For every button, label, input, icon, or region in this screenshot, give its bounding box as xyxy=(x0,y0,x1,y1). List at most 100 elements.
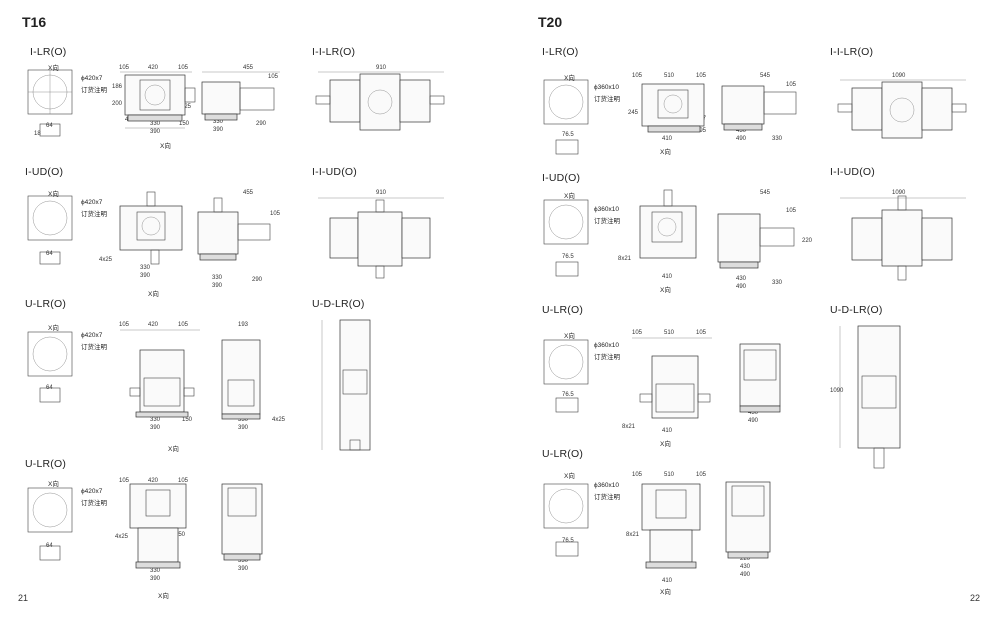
dim: 410 xyxy=(662,578,673,584)
flange-spec: ϕ360x10 xyxy=(594,482,619,489)
dim: 430 xyxy=(740,564,751,570)
dim: 330 xyxy=(212,275,223,281)
dim: 390 xyxy=(150,129,161,135)
dim: 455 xyxy=(243,65,254,71)
page-number: 21 xyxy=(18,593,29,603)
dim: 330 xyxy=(238,558,249,564)
view-label: I-LR(O) xyxy=(542,46,579,58)
flange-note: 订货注明 xyxy=(594,494,620,501)
dim: 76.5 xyxy=(562,392,574,398)
dim: 545 xyxy=(760,73,771,79)
dim: 290 xyxy=(256,121,267,127)
dim: 245 xyxy=(628,110,639,116)
page-number: 22 xyxy=(969,593,980,603)
flange-note: 订货注明 xyxy=(594,354,620,361)
dim: 390 xyxy=(212,283,223,289)
view-label: I-I-UD(O) xyxy=(830,166,875,178)
x-direction-label: X向 xyxy=(148,291,159,298)
dim: 390 xyxy=(150,576,161,582)
dim: 105 xyxy=(178,478,189,484)
dim: 64 xyxy=(46,251,53,257)
dim: 105 xyxy=(270,211,281,217)
view-label: U-LR(O) xyxy=(542,448,584,460)
page-left: T16 I-LR(O) I-I-LR(O) I-UD(O) I-I-UD(O) … xyxy=(18,14,445,603)
x-direction-label: X向 xyxy=(158,593,169,600)
dim: 390 xyxy=(150,425,161,431)
flange-spec: ϕ420x7 xyxy=(81,488,103,495)
dim: 420 xyxy=(148,65,159,71)
flange-note: 订货注明 xyxy=(81,344,107,351)
view-label: I-UD(O) xyxy=(542,172,581,184)
dim: 390 xyxy=(140,273,151,279)
dim: 490 xyxy=(736,284,747,290)
dim: 105 xyxy=(696,472,707,478)
dim: 150 xyxy=(182,417,193,423)
dim: 420 xyxy=(148,478,159,484)
dim: 330 xyxy=(150,121,161,127)
flange-spec: ϕ420x7 xyxy=(81,332,103,339)
dim: 510 xyxy=(664,73,675,79)
flange-note: 订货注明 xyxy=(81,500,107,507)
view-label: U-D-LR(O) xyxy=(830,304,883,316)
flange-spec: ϕ420x7 xyxy=(81,199,103,206)
dim: 330 xyxy=(150,568,161,574)
dim: 510 xyxy=(664,472,675,478)
dim: 910 xyxy=(376,190,387,196)
x-direction-label: X向 xyxy=(564,473,575,480)
dim: 410 xyxy=(662,274,673,280)
view-label: I-I-UD(O) xyxy=(312,166,357,178)
flange-spec: ϕ360x10 xyxy=(594,84,619,91)
dim: 290 xyxy=(252,277,263,283)
flange-note: 订货注明 xyxy=(81,87,107,94)
view-label: U-D-LR(O) xyxy=(312,298,365,310)
dim: 76.5 xyxy=(562,132,574,138)
dim: 8x21 xyxy=(622,424,636,430)
dim: 150 xyxy=(175,532,186,538)
dim: 200 xyxy=(112,101,123,107)
dim: 430 xyxy=(736,276,747,282)
dim: 4x25 xyxy=(115,534,129,540)
dim: 105 xyxy=(632,472,643,478)
flange-note: 订货注明 xyxy=(594,218,620,225)
page-right: T20 I-LR(O) I-I-LR(O) I-UD(O) I-I-UD(O) … xyxy=(500,0,1000,619)
flange-spec: ϕ360x10 xyxy=(594,206,619,213)
dim: 910 xyxy=(376,65,387,71)
dim: 18 xyxy=(34,131,41,137)
dim: 8x21 xyxy=(626,532,640,538)
dim: 330 xyxy=(140,265,151,271)
series-title: T20 xyxy=(538,14,563,30)
dim: 455 xyxy=(243,190,254,196)
view-label: I-LR(O) xyxy=(30,46,67,58)
dim: 410 xyxy=(662,136,673,142)
dim: 4x25 xyxy=(272,417,286,423)
view-label: I-I-LR(O) xyxy=(830,46,874,58)
dim: 330 xyxy=(772,136,783,142)
dim: 390 xyxy=(213,127,224,133)
dim: 490 xyxy=(748,418,759,424)
dim: 150 xyxy=(179,121,190,127)
dim: 430 xyxy=(736,128,747,134)
dim: 420 xyxy=(148,322,159,328)
technical-drawings xyxy=(27,69,445,569)
x-direction-label: X向 xyxy=(48,191,59,198)
dim: 330 xyxy=(772,280,783,286)
dim: 330 xyxy=(213,119,224,125)
dim: 105 xyxy=(632,330,643,336)
dim: 105 xyxy=(119,322,130,328)
view-label: U-LR(O) xyxy=(542,304,584,316)
dim: 105 xyxy=(178,65,189,71)
dim: 105 xyxy=(696,73,707,79)
flange-note: 订货注明 xyxy=(594,96,620,103)
view-label: I-I-LR(O) xyxy=(312,46,356,58)
dim: 220 xyxy=(740,556,751,562)
dim: 186 xyxy=(112,84,123,90)
x-direction-label: X向 xyxy=(48,325,59,332)
view-label: U-LR(O) xyxy=(25,298,67,310)
x-direction-label: X向 xyxy=(564,193,575,200)
flange-spec: ϕ420x7 xyxy=(81,75,103,82)
dim: 76.5 xyxy=(562,254,574,260)
dim: 330 xyxy=(150,417,161,423)
dim: 430 xyxy=(748,410,759,416)
series-title: T16 xyxy=(22,14,47,30)
x-direction-label: X向 xyxy=(564,333,575,340)
